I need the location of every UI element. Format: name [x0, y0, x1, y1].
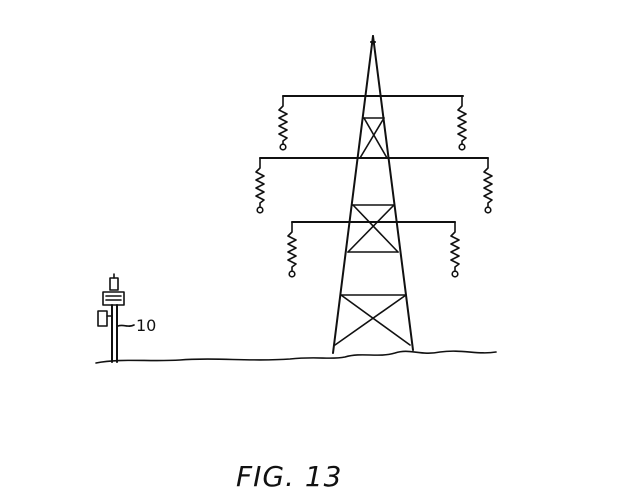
- figure-caption: FIG. 13: [236, 460, 343, 493]
- ground-line: [95, 350, 497, 364]
- insulator-string-icon: [255, 95, 493, 278]
- reference-label-10: 10: [136, 316, 156, 335]
- reference-leader-line: [117, 324, 135, 327]
- pole-mounted-sensor-icon: [97, 273, 125, 363]
- lattice-transmission-tower-icon: [332, 35, 414, 354]
